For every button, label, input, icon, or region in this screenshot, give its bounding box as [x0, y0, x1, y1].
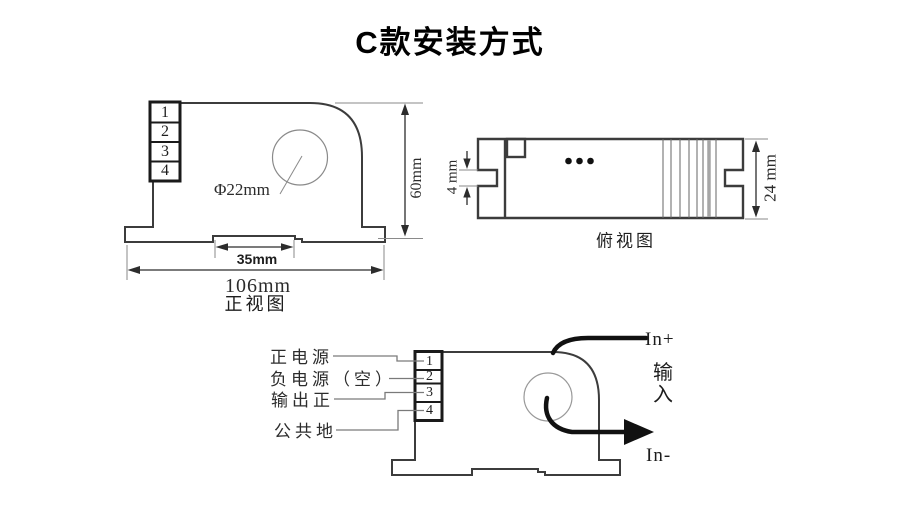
front-terminal-1: 1 — [161, 104, 169, 121]
front-view-drawing — [124, 100, 423, 280]
width-dim-arrow-right — [371, 266, 384, 274]
hole-leader-line — [279, 155, 303, 195]
input-label: 输入 — [653, 362, 673, 406]
depth-dim-arrow-up — [752, 140, 760, 152]
width-dimension-label: 106mm — [224, 275, 292, 297]
wire-pin1 — [333, 355, 424, 362]
front-terminal-dividers — [150, 121, 180, 163]
pin-label-positive-power: 正电源 — [270, 348, 333, 367]
top-view-corner-square — [505, 137, 527, 159]
vent-dots — [565, 157, 594, 165]
wire-pin4 — [336, 409, 424, 431]
width-dim-arrow-left — [127, 266, 140, 274]
wiring-terminal-block — [413, 350, 444, 422]
wiring-terminal-2: 2 — [426, 369, 433, 384]
notch-dim-arrow-up — [463, 187, 471, 198]
height-dim-arrow-up — [401, 103, 409, 115]
wiring-hole-circle — [523, 372, 573, 422]
height-dim-arrow-down — [401, 225, 409, 237]
front-view-label: 正视图 — [224, 294, 288, 314]
front-view-body-outline — [124, 102, 386, 243]
rail-dimension-label: 35mm — [236, 251, 278, 267]
top-view-outline — [476, 137, 745, 220]
notch-dimension-label: 4 mm — [444, 159, 461, 195]
in-plus-label: In+ — [645, 329, 675, 350]
front-terminal-2: 2 — [161, 123, 169, 140]
ribbed-section-lines — [662, 139, 717, 218]
pin-label-negative-power: 负电源（空） — [270, 370, 396, 389]
wiring-terminal-dividers — [415, 369, 442, 403]
page-title: C款安装方式 — [355, 25, 545, 60]
primary-wire-in — [550, 335, 649, 356]
wiring-body-outline — [391, 351, 621, 476]
pin-label-output-positive: 输出正 — [271, 391, 334, 410]
rail-dim-arrow-right — [281, 243, 294, 251]
through-hole-circle — [271, 129, 329, 186]
notch-dim-arrow-down — [463, 158, 471, 169]
primary-wire-out — [543, 395, 629, 435]
notch-dim-ticks — [459, 169, 478, 187]
height-dim-extension-lines — [335, 102, 423, 239]
hole-dimension-label: Φ22mm — [214, 180, 270, 199]
in-minus-label: In- — [646, 445, 672, 466]
width-dim-extension-lines — [126, 245, 385, 280]
front-terminal-4: 4 — [161, 162, 169, 179]
rail-dim-extension-lines — [214, 240, 295, 258]
wiring-terminal-3: 3 — [426, 385, 433, 400]
rail-dim-arrow-left — [215, 243, 228, 251]
front-terminal-3: 3 — [161, 143, 169, 160]
wiring-drawing — [333, 335, 654, 476]
top-view-drawing — [459, 137, 768, 220]
wire-pin3 — [334, 391, 424, 400]
top-view-label: 俯视图 — [596, 231, 656, 251]
depth-dim-ticks — [745, 138, 768, 220]
depth-dimension-label: 24 mm — [760, 154, 780, 202]
wiring-terminal-1: 1 — [426, 354, 433, 369]
wiring-terminal-4: 4 — [426, 403, 433, 418]
pin-label-common-ground: 公共地 — [274, 422, 337, 441]
primary-wire-arrowhead — [624, 419, 654, 445]
height-dimension-label: 60mm — [408, 157, 425, 199]
depth-dim-arrow-down — [752, 206, 760, 218]
